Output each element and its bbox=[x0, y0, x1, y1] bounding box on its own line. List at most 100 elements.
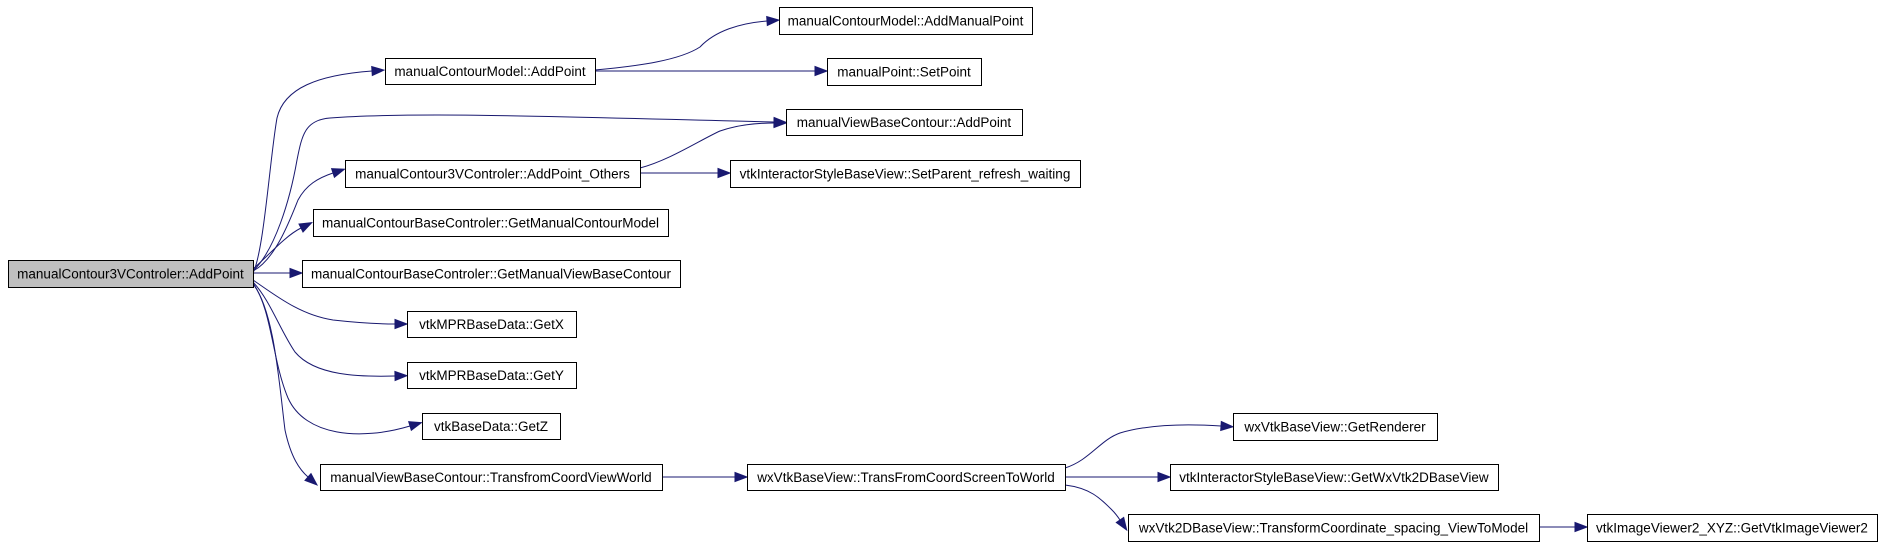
edge-arrowhead bbox=[1220, 420, 1235, 432]
edge-line bbox=[252, 172, 334, 272]
node-label: vtkBaseData::GetZ bbox=[434, 419, 548, 434]
edge-arrowhead bbox=[371, 65, 386, 77]
edge-arrowhead bbox=[330, 168, 346, 179]
node-wxbv_transfrom[interactable]: wxVtkBaseView::TransFromCoordScreenToWor… bbox=[747, 464, 1066, 491]
edge-line bbox=[252, 281, 396, 377]
edge-arrowhead bbox=[814, 65, 829, 77]
edge-arrowhead bbox=[304, 472, 319, 486]
edge-arrowhead bbox=[734, 471, 749, 483]
node-label: vtkMPRBaseData::GetX bbox=[419, 317, 564, 332]
node-label: vtkInteractorStyleBaseView::SetParent_re… bbox=[740, 167, 1071, 182]
node-box bbox=[422, 413, 561, 440]
edge-cm_addpoint-to-mp_setpoint bbox=[595, 65, 829, 77]
node-box bbox=[407, 311, 577, 338]
edge-arrowhead bbox=[289, 267, 304, 279]
edges-layer bbox=[252, 15, 1589, 533]
node-label: wxVtkBaseView::TransFromCoordScreenToWor… bbox=[756, 470, 1055, 485]
node-mpr_getx[interactable]: vtkMPRBaseData::GetX bbox=[407, 311, 577, 338]
edge-line bbox=[639, 122, 775, 169]
node-box bbox=[407, 362, 577, 389]
node-isbv_setparent[interactable]: vtkInteractorStyleBaseView::SetParent_re… bbox=[730, 160, 1081, 188]
edge-root-to-bd_getz bbox=[252, 282, 423, 435]
edge-root-to-vbc_transfrom bbox=[252, 283, 319, 486]
node-label: manualContour3VControler::AddPoint_Other… bbox=[355, 167, 630, 182]
edge-wx2d_transform-to-iv2_get bbox=[1539, 521, 1589, 533]
edge-arrowhead bbox=[717, 167, 732, 179]
edge-c3v_addpoint_others-to-vbc_addpoint bbox=[639, 117, 788, 169]
node-box bbox=[8, 260, 254, 288]
edge-arrowhead bbox=[1574, 521, 1589, 533]
edge-vbc_transfrom-to-wxbv_transfrom bbox=[662, 471, 749, 483]
node-box bbox=[779, 7, 1033, 35]
node-label: manualViewBaseContour::TransfromCoordVie… bbox=[330, 470, 651, 485]
edge-line bbox=[1064, 424, 1222, 469]
node-label: wxVtkBaseView::GetRenderer bbox=[1243, 420, 1426, 435]
edge-arrowhead bbox=[408, 421, 423, 432]
edge-c3v_addpoint_others-to-isbv_setparent bbox=[640, 167, 732, 179]
node-wx2d_transform[interactable]: wxVtk2DBaseView::TransformCoordinate_spa… bbox=[1128, 514, 1540, 542]
node-label: manualContour3VControler::AddPoint bbox=[17, 267, 244, 282]
node-vbc_addpoint[interactable]: manualViewBaseContour::AddPoint bbox=[786, 109, 1023, 136]
edge-line bbox=[252, 279, 396, 325]
node-iv2_get[interactable]: vtkImageViewer2_XYZ::GetVtkImageViewer2 bbox=[1587, 514, 1878, 542]
edge-line bbox=[1064, 484, 1121, 521]
node-label: manualPoint::SetPoint bbox=[837, 65, 971, 80]
node-mpr_gety[interactable]: vtkMPRBaseData::GetY bbox=[407, 362, 577, 389]
edge-arrowhead bbox=[394, 318, 409, 330]
node-vbc_transfrom[interactable]: manualViewBaseContour::TransfromCoordVie… bbox=[320, 464, 663, 491]
edge-arrowhead bbox=[773, 117, 788, 129]
node-c3v_addpoint_others[interactable]: manualContour3VControler::AddPoint_Other… bbox=[345, 160, 641, 188]
node-box bbox=[786, 109, 1023, 136]
node-box bbox=[302, 260, 681, 288]
edge-arrowhead bbox=[394, 370, 409, 382]
edge-cm_addpoint-to-cm_addmanualpoint bbox=[594, 15, 781, 71]
node-box bbox=[1587, 514, 1878, 542]
node-label: manualContourBaseControler::GetManualCon… bbox=[322, 216, 659, 231]
node-box bbox=[1128, 514, 1540, 542]
edge-arrowhead bbox=[1115, 516, 1128, 532]
node-label: vtkImageViewer2_XYZ::GetVtkImageViewer2 bbox=[1596, 521, 1868, 536]
node-label: manualContourBaseControler::GetManualVie… bbox=[311, 267, 671, 282]
node-box bbox=[827, 58, 982, 86]
edge-line bbox=[252, 282, 411, 435]
node-box bbox=[1170, 464, 1499, 491]
edge-wxbv_transfrom-to-wxbv_getrenderer bbox=[1064, 420, 1235, 469]
node-label: manualContourModel::AddManualPoint bbox=[788, 14, 1024, 29]
edge-arrowhead bbox=[298, 221, 313, 233]
edge-root-to-c3v_addpoint_others bbox=[252, 168, 346, 272]
edge-line bbox=[252, 283, 309, 478]
node-isbv_getwx2d[interactable]: vtkInteractorStyleBaseView::GetWxVtk2DBa… bbox=[1170, 464, 1499, 491]
node-label: wxVtk2DBaseView::TransformCoordinate_spa… bbox=[1138, 521, 1528, 536]
node-label: manualViewBaseContour::AddPoint bbox=[797, 115, 1012, 130]
node-wxbv_getrenderer[interactable]: wxVtkBaseView::GetRenderer bbox=[1233, 413, 1438, 441]
node-box bbox=[730, 160, 1081, 188]
node-box bbox=[313, 209, 669, 237]
edge-line bbox=[252, 114, 775, 272]
edge-root-to-cbc_getview bbox=[253, 267, 304, 279]
edge-line bbox=[594, 20, 768, 71]
node-cm_addmanualpoint[interactable]: manualContourModel::AddManualPoint bbox=[779, 7, 1033, 35]
edge-wxbv_transfrom-to-isbv_getwx2d bbox=[1065, 471, 1172, 483]
edge-arrowhead bbox=[766, 15, 781, 27]
node-cbc_getview[interactable]: manualContourBaseControler::GetManualVie… bbox=[302, 260, 681, 288]
node-label: vtkInteractorStyleBaseView::GetWxVtk2DBa… bbox=[1179, 470, 1489, 485]
node-label: vtkMPRBaseData::GetY bbox=[419, 368, 564, 383]
edge-root-to-mpr_getx bbox=[252, 279, 409, 330]
node-box bbox=[747, 464, 1066, 491]
node-bd_getz[interactable]: vtkBaseData::GetZ bbox=[422, 413, 561, 440]
edge-line bbox=[252, 70, 373, 274]
edge-root-to-cm_addpoint bbox=[252, 65, 386, 274]
node-mp_setpoint[interactable]: manualPoint::SetPoint bbox=[827, 58, 982, 86]
node-cbc_getmodel[interactable]: manualContourBaseControler::GetManualCon… bbox=[313, 209, 669, 237]
node-box bbox=[345, 160, 641, 188]
node-root[interactable]: manualContour3VControler::AddPoint bbox=[8, 260, 254, 288]
edge-root-to-mpr_gety bbox=[252, 281, 409, 382]
node-box bbox=[320, 464, 663, 491]
node-cm_addpoint[interactable]: manualContourModel::AddPoint bbox=[385, 58, 596, 85]
node-label: manualContourModel::AddPoint bbox=[394, 64, 586, 79]
node-box bbox=[1233, 413, 1438, 441]
edge-wxbv_transfrom-to-wx2d_transform bbox=[1064, 484, 1128, 532]
nodes-layer: manualContour3VControler::AddPointmanual… bbox=[8, 7, 1878, 542]
edge-root-to-cbc_getmodel bbox=[252, 221, 313, 270]
